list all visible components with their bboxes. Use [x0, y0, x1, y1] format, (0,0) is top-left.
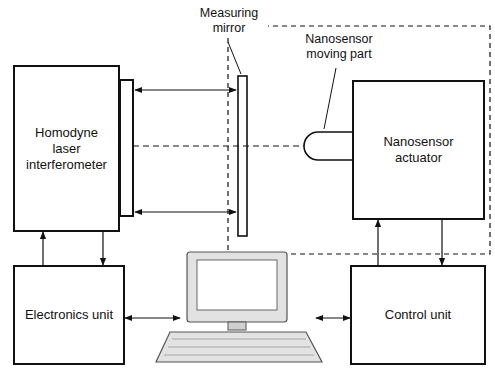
data-link: [125, 317, 180, 318]
box-text: Electronics unit: [25, 307, 113, 323]
laser-beam: [135, 89, 236, 90]
nanosensor-region: [228, 26, 490, 254]
signal-arrow: [441, 220, 442, 265]
part-label: Measuring mirror: [190, 6, 268, 36]
signal-arrow: [377, 220, 378, 265]
measuring-mirror: [238, 76, 247, 236]
instrument-box: Homodyne laser interferometer: [13, 65, 120, 232]
box-text: Control unit: [385, 307, 451, 323]
signal-arrow: [42, 232, 43, 265]
control-box: Control unit: [350, 265, 486, 365]
moving-part: [304, 132, 352, 160]
actuator-box: Nanosensor actuator: [352, 80, 485, 220]
optical-axis: [133, 145, 318, 146]
box-text: Homodyne laser interferometer: [21, 125, 112, 173]
electronics-box: Electronics unit: [13, 265, 125, 365]
leader-line: [324, 68, 336, 129]
interferometer-window: [120, 80, 133, 216]
leader-line: [228, 42, 241, 74]
computer-icon: [156, 252, 322, 362]
part-label: Nanosensor moving part: [296, 32, 382, 62]
laser-beam: [135, 211, 236, 212]
data-link: [316, 317, 350, 318]
signal-arrow: [102, 232, 103, 265]
box-text: Nanosensor actuator: [360, 134, 477, 166]
